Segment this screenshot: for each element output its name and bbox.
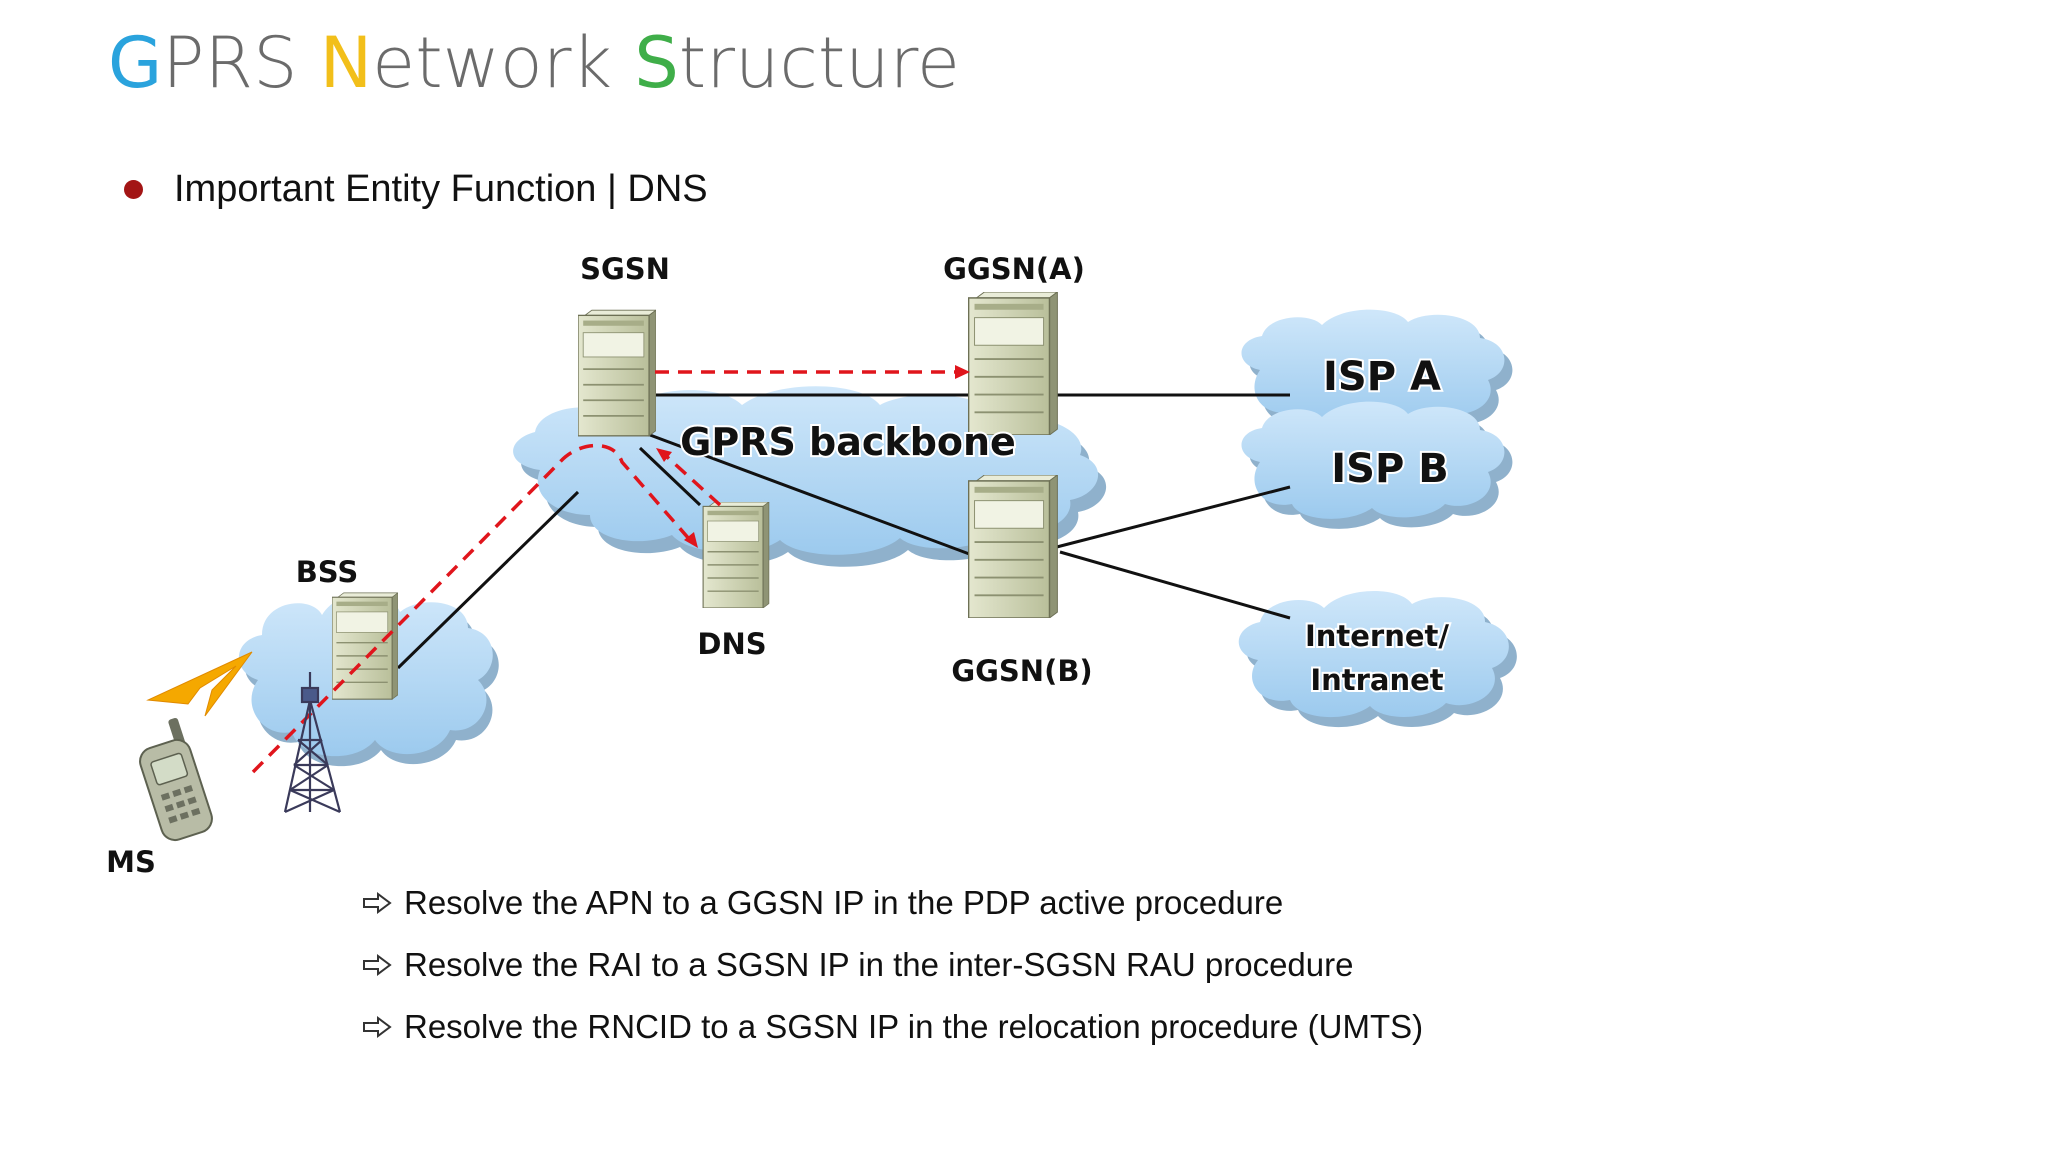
- note-text: Resolve the RAI to a SGSN IP in the inte…: [404, 946, 1354, 983]
- dns-function-list: Resolve the APN to a GGSN IP in the PDP …: [362, 872, 1423, 1058]
- hollow-right-arrow-icon: [363, 954, 392, 976]
- section-heading: Important Entity Function | DNS: [174, 168, 708, 210]
- arrowhead-to-dns: [684, 532, 698, 548]
- label-isp-a: ISP A: [1323, 354, 1441, 400]
- link-sgsn-dns: [638, 446, 702, 507]
- label-gprs-backbone: GPRS backbone: [680, 420, 1016, 464]
- link-bss-sgsn: [396, 490, 580, 670]
- label-ggsn-b: GGSN(B): [951, 654, 1092, 688]
- title-part-network: Network: [319, 22, 635, 104]
- note-text: Resolve the RNCID to a SGSN IP in the re…: [404, 1008, 1424, 1045]
- list-item: Resolve the RNCID to a SGSN IP in the re…: [362, 996, 1423, 1058]
- link-ggsn-b-internet: [1059, 550, 1291, 620]
- hollow-right-arrow-icon: [363, 892, 392, 914]
- label-isp-b: ISP B: [1331, 446, 1448, 492]
- arrowhead-to-ggsn-a: [955, 365, 970, 379]
- label-sgsn: SGSN: [580, 252, 670, 286]
- title-initial-n: N: [319, 22, 373, 104]
- radio-signal-bolt-icon: [146, 651, 253, 717]
- bullet-dot-icon: [124, 180, 143, 199]
- list-item: Resolve the RAI to a SGSN IP in the inte…: [362, 934, 1423, 996]
- sgsn-server-icon: [578, 309, 656, 437]
- arrowhead-to-sgsn: [656, 448, 672, 462]
- ggsn-a-server-icon: [968, 292, 1058, 435]
- hollow-right-arrow-icon: [363, 1016, 392, 1038]
- dashed-arrowheads: [656, 365, 970, 548]
- link-ggsn-b-isp-b: [1044, 485, 1291, 552]
- title-initial-s: S: [634, 22, 679, 104]
- title-part-structure: Structure: [634, 22, 960, 104]
- isp-b-cloud: [1241, 401, 1513, 529]
- label-ms: MS: [106, 845, 156, 879]
- label-bss: BSS: [296, 555, 359, 589]
- title-initial-g: G: [108, 22, 163, 104]
- dashed-path-dns-to-sgsn: [663, 453, 722, 507]
- list-item: Resolve the APN to a GGSN IP in the PDP …: [362, 872, 1423, 934]
- label-dns: DNS: [697, 627, 766, 661]
- page-title: GPRS Network Structure: [108, 22, 960, 104]
- section-bullet: Important Entity Function | DNS: [124, 168, 708, 211]
- dashed-path-ms-to-dns: [251, 443, 692, 774]
- mobile-phone-icon: [139, 717, 213, 842]
- link-sgsn-ggsn-b: [649, 433, 973, 557]
- label-ggsn-a: GGSN(A): [943, 252, 1085, 286]
- internet-cloud: [1238, 590, 1517, 728]
- label-internet: Internet/: [1305, 619, 1449, 653]
- ggsn-b-server-icon: [968, 475, 1058, 618]
- radio-tower-icon: [283, 672, 342, 814]
- label-intranet: Intranet: [1310, 663, 1443, 697]
- solid-links: [396, 393, 1291, 670]
- note-text: Resolve the APN to a GGSN IP in the PDP …: [404, 884, 1284, 921]
- dns-server-icon: [702, 502, 770, 608]
- dns-query-path: [251, 370, 960, 774]
- title-part-gprs: GPRS: [108, 22, 320, 104]
